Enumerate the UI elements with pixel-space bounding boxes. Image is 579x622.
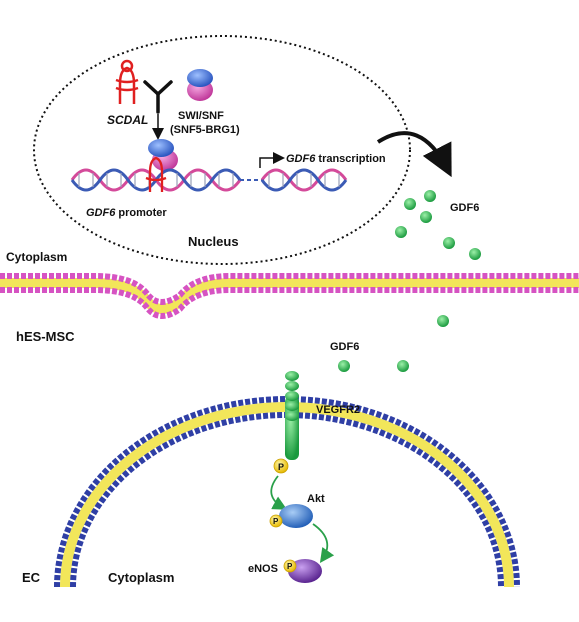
gdf6-dot: [397, 360, 409, 372]
enos-label: eNOS: [248, 563, 278, 575]
binding-y-icon: [143, 80, 173, 114]
snf5-brg1-label: (SNF5-BRG1): [170, 124, 240, 136]
gdf6-dot: [469, 248, 481, 260]
gdf6-transcription-label: GDF6 transcription: [286, 153, 386, 165]
dna-helix-right: [260, 168, 348, 192]
activation-arrow-enos: [312, 523, 335, 563]
nucleus-boundary: [33, 35, 411, 265]
phospho-receptor-icon: P: [273, 458, 289, 474]
akt-protein-icon: P: [269, 504, 313, 528]
scdal-rna-icon: [115, 59, 139, 104]
bound-swi-snf-icon: [148, 139, 178, 171]
swi-snf-complex-icon: [187, 69, 213, 101]
akt-label: Akt: [307, 493, 325, 505]
gdf6-dot: [424, 190, 436, 202]
gdf6-dot: [338, 360, 350, 372]
gdf6-dot: [437, 315, 449, 327]
svg-text:P: P: [273, 517, 279, 526]
ec-label: EC: [22, 570, 41, 585]
scdal-bound-icon: [145, 156, 167, 192]
gdf6-dot: [404, 198, 416, 210]
gdf6-label-lower: GDF6: [330, 341, 359, 353]
nucleus-label: Nucleus: [188, 234, 239, 249]
scdal-label: SCDAL: [107, 113, 148, 127]
cytoplasm-bottom-label: Cytoplasm: [108, 570, 174, 585]
transcription-start-arrow: [259, 152, 285, 168]
cytoplasm-top-label: Cytoplasm: [6, 250, 67, 264]
vegfr2-receptor-icon: [285, 371, 299, 460]
svg-text:P: P: [287, 562, 293, 571]
enos-protein-icon: P: [283, 559, 322, 583]
msc-plasma-membrane: [0, 273, 579, 319]
svg-text:P: P: [278, 462, 284, 472]
activation-arrow-akt: [270, 475, 288, 510]
vegfr2-label: VEGFR2: [316, 404, 360, 416]
gdf6-protein-dots: [338, 190, 481, 372]
swi-snf-label: SWI/SNF: [178, 110, 224, 122]
hes-msc-label: hES-MSC: [16, 329, 75, 344]
gdf6-promoter-label: GDF6 promoter: [86, 207, 167, 219]
gdf6-label-upper: GDF6: [450, 202, 479, 214]
secretion-arrow: [376, 131, 452, 178]
gdf6-dot: [395, 226, 407, 238]
gdf6-dot: [443, 237, 455, 249]
nucleus-region: SCDAL SWI/SNF (SNF5-BRG1): [33, 35, 411, 265]
gdf6-dot: [420, 211, 432, 223]
